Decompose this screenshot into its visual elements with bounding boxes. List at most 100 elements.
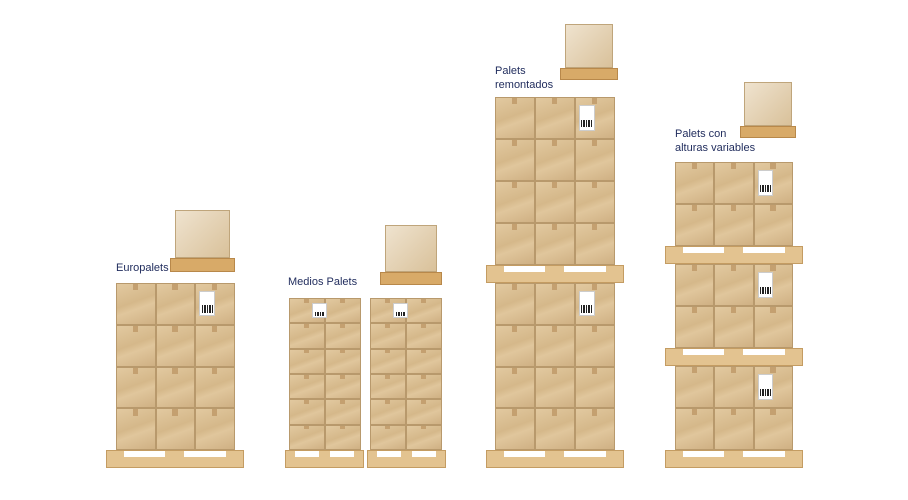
pallet-opening [503, 451, 545, 458]
box-icon [575, 139, 615, 181]
box-icon [714, 204, 754, 246]
pallet-icon [665, 246, 803, 264]
label-palets-remontados: Palets remontados [495, 64, 553, 92]
box-icon [325, 374, 361, 400]
pallet-opening [682, 247, 724, 254]
box-icon [575, 283, 615, 325]
box-icon [714, 264, 754, 306]
box-icon [535, 408, 575, 450]
box-icon [575, 324, 615, 367]
pallet-opening [412, 451, 436, 458]
pallet-icon [560, 67, 618, 80]
box-icon [714, 408, 754, 450]
box-icon [564, 24, 614, 68]
box-icon [155, 366, 196, 409]
box-icon [495, 324, 535, 367]
box-icon [116, 366, 156, 409]
label-palets-alturas-variables: Palets con alturas variables [675, 127, 755, 155]
box-icon [495, 408, 535, 450]
box-icon [155, 408, 196, 450]
label-line: Palets [495, 65, 526, 77]
box-icon [675, 408, 715, 450]
box-icon [535, 283, 575, 325]
pallet-icon [486, 450, 624, 468]
label-europalets: Europalets [116, 262, 169, 274]
box-icon [495, 181, 535, 223]
pallet-opening [682, 451, 724, 458]
box-icon [325, 424, 361, 450]
box-icon [289, 374, 325, 400]
pallet-opening [184, 451, 226, 458]
pallet-icon [486, 265, 624, 283]
pallet-icon [665, 348, 803, 366]
pallet-opening [503, 266, 545, 273]
barcode-label-icon [757, 271, 774, 298]
box-icon [753, 408, 793, 450]
barcode-label-icon [199, 290, 216, 317]
pallet-icon [285, 450, 364, 468]
pallet-icon [106, 450, 244, 468]
label-line: Palets con [675, 128, 727, 140]
box-icon [406, 424, 442, 450]
label-line: remontados [495, 79, 554, 91]
box-icon [155, 324, 196, 367]
box-icon [406, 298, 442, 324]
barcode-label-icon [579, 290, 595, 317]
barcode-label-icon [393, 302, 408, 319]
box-icon [325, 348, 361, 374]
barcode-label-icon [579, 104, 595, 131]
box-icon [175, 210, 230, 259]
box-icon [575, 366, 615, 409]
box-icon [370, 323, 406, 349]
box-icon [714, 366, 754, 408]
pallet-opening [743, 247, 785, 254]
barcode-label-icon [312, 302, 327, 319]
box-icon [495, 223, 535, 265]
box-icon [744, 82, 792, 126]
box-icon [325, 399, 361, 425]
box-icon [575, 181, 615, 223]
box-icon [289, 399, 325, 425]
box-icon [195, 366, 235, 409]
box-icon [535, 366, 575, 409]
pallet-opening [743, 451, 785, 458]
box-icon [495, 97, 535, 139]
box-icon [289, 323, 325, 349]
box-icon [535, 97, 575, 139]
box-icon [753, 204, 793, 246]
box-icon [116, 324, 156, 367]
box-icon [406, 323, 442, 349]
label-line: alturas variables [675, 142, 756, 154]
box-icon [370, 399, 406, 425]
box-icon [535, 223, 575, 265]
box-icon [370, 424, 406, 450]
box-icon [535, 181, 575, 223]
box-icon [753, 306, 793, 348]
mini-pallet-icon [740, 82, 796, 138]
pallet-opening [682, 349, 724, 356]
box-icon [325, 323, 361, 349]
box-icon [370, 348, 406, 374]
barcode-label-icon [757, 169, 774, 196]
pallet-opening [295, 451, 320, 458]
box-icon [495, 139, 535, 181]
box-icon [714, 306, 754, 348]
box-icon [675, 306, 715, 348]
pallet-opening [330, 451, 354, 458]
box-icon [406, 374, 442, 400]
box-icon [675, 162, 715, 204]
pallet-icon [380, 271, 442, 285]
box-icon [535, 324, 575, 367]
pallet-icon [367, 450, 446, 468]
box-icon [575, 223, 615, 265]
pallet-icon [740, 125, 796, 138]
box-icon [195, 408, 235, 450]
box-icon [406, 399, 442, 425]
barcode-label-icon [757, 373, 774, 400]
pallet-icon [665, 450, 803, 468]
box-icon [116, 283, 156, 325]
box-icon [675, 264, 715, 306]
box-icon [675, 204, 715, 246]
label-medios-palets: Medios Palets [288, 276, 358, 288]
